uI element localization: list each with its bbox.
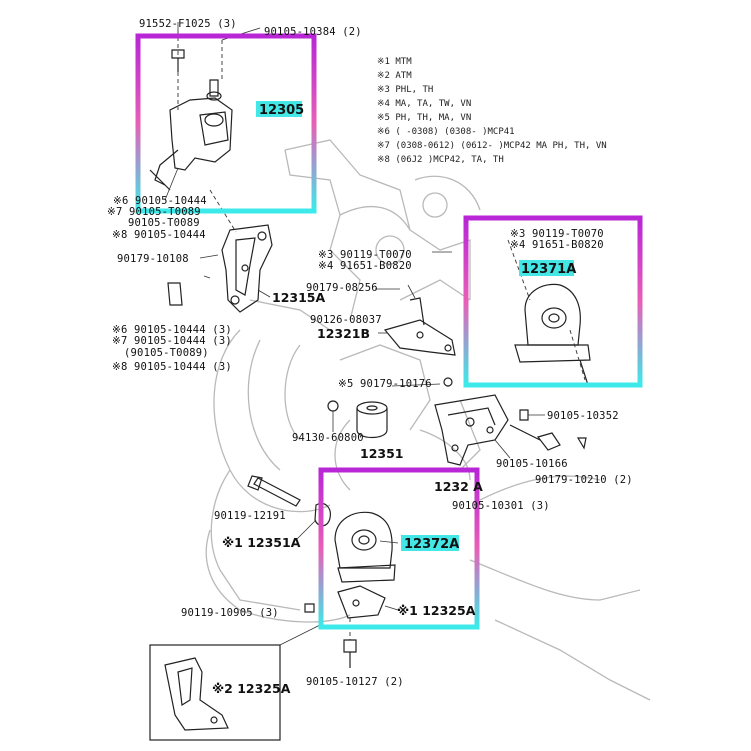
note-1: ※1 MTM bbox=[377, 57, 412, 67]
label-1232a: 1232 A bbox=[434, 479, 483, 494]
label-12325a-inset: ※2 12325A bbox=[212, 681, 291, 696]
label-91552-f1025: 91552-F1025 (3) bbox=[139, 18, 237, 30]
label-90179-08256: 90179-08256 bbox=[306, 282, 378, 294]
bracket-12315a-illustration bbox=[167, 189, 273, 313]
note-7: ※7 (0308-0612) (0612- )MCP42 MA PH, TH, … bbox=[377, 141, 607, 151]
legend-notes: ※1 MTM ※2 ATM ※3 PHL, TH ※4 MA, TA, TW, … bbox=[377, 57, 607, 165]
highlight-frame-12371a bbox=[463, 215, 643, 388]
note-3: ※3 PHL, TH bbox=[377, 85, 433, 95]
label-90105-10301: 90105-10301 (3) bbox=[452, 500, 550, 512]
label-90126-08037: 90126-08037 bbox=[310, 314, 382, 326]
note-2: ※2 ATM bbox=[377, 71, 412, 81]
highlight-frames bbox=[135, 33, 643, 630]
label-90105-10444-a: ※6 90105-10444 bbox=[113, 195, 207, 207]
label-12372a: 12372A bbox=[404, 537, 459, 552]
label-12321b: 12321B bbox=[317, 326, 370, 341]
highlight-label-bg-12372a bbox=[401, 535, 459, 551]
label-90105-10384: 90105-10384 (2) bbox=[264, 26, 362, 38]
label-90105-10166: 90105-10166 bbox=[496, 458, 568, 470]
label-90179-10210: 90179-10210 (2) bbox=[535, 474, 633, 486]
note-8: ※8 (06J2 )MCP42, TA, TH bbox=[377, 155, 504, 165]
label-90105-t0089-b: 90105-T0089 bbox=[128, 217, 200, 229]
label-90105-10352: 90105-10352 bbox=[547, 410, 619, 422]
label-90105-t0089-c: (90105-T0089) bbox=[124, 347, 209, 359]
part-labels: 91552-F1025 (3) 90105-10384 (2) 12305 ※6… bbox=[107, 18, 633, 696]
label-90105-t0089-a: ※7 90105-T0089 bbox=[107, 206, 201, 218]
label-12371a: 12371A bbox=[521, 262, 576, 277]
inset-12325a bbox=[149, 624, 321, 741]
highlight-frame-12305 bbox=[135, 33, 317, 214]
label-12315a: 12315A bbox=[272, 290, 325, 305]
engine-outline bbox=[205, 139, 651, 701]
label-90119-10905: 90119-10905 (3) bbox=[181, 607, 279, 619]
label-90119-t0070-b: ※3 90119-T0070 bbox=[510, 228, 604, 240]
highlight-label-bg-12371a bbox=[519, 260, 574, 276]
note-5: ※5 PH, TH, MA, VN bbox=[377, 113, 471, 123]
note-4: ※4 MA, TA, TW, VN bbox=[377, 99, 471, 109]
label-91651-b0820-a: ※4 91651-B0820 bbox=[318, 260, 412, 272]
label-12305: 12305 bbox=[259, 103, 304, 118]
label-90105-10444-c: ※6 90105-10444 (3) bbox=[112, 324, 232, 336]
highlight-label-bg-12305 bbox=[256, 101, 302, 117]
label-91651-b0820-b: ※4 91651-B0820 bbox=[510, 239, 604, 251]
bracket-12321b-illustration bbox=[378, 284, 456, 356]
label-94130-60800: 94130-60800 bbox=[292, 432, 364, 444]
label-90119-12191: 90119-12191 bbox=[214, 510, 286, 522]
label-90105-10444-b: ※8 90105-10444 bbox=[112, 229, 206, 241]
mount-12305-illustration bbox=[149, 22, 261, 191]
label-90179-10176: ※5 90179-10176 bbox=[338, 378, 432, 390]
leader-lines bbox=[164, 167, 511, 611]
damper-12351-illustration bbox=[327, 377, 453, 439]
label-90119-t0070-a: ※3 90119-T0070 bbox=[318, 249, 412, 261]
label-90105-10444-d: ※7 90105-10444 (3) bbox=[112, 335, 232, 347]
label-90105-10444-e: ※8 90105-10444 (3) bbox=[112, 361, 232, 373]
label-12351a: ※1 12351A bbox=[222, 535, 301, 550]
mount-12372a-illustration bbox=[304, 511, 396, 668]
bracket-1232a-illustration bbox=[434, 394, 587, 466]
label-90105-10127: 90105-10127 (2) bbox=[306, 676, 404, 688]
bolt-90119-12191-illustration bbox=[247, 475, 331, 527]
highlight-frame-12372a bbox=[318, 467, 480, 630]
label-90179-10108: 90179-10108 bbox=[117, 253, 189, 265]
label-12351: 12351 bbox=[360, 446, 404, 461]
label-12325a: ※1 12325A bbox=[397, 603, 476, 618]
note-6: ※6 ( -0308) (0308- )MCP41 bbox=[377, 127, 515, 137]
